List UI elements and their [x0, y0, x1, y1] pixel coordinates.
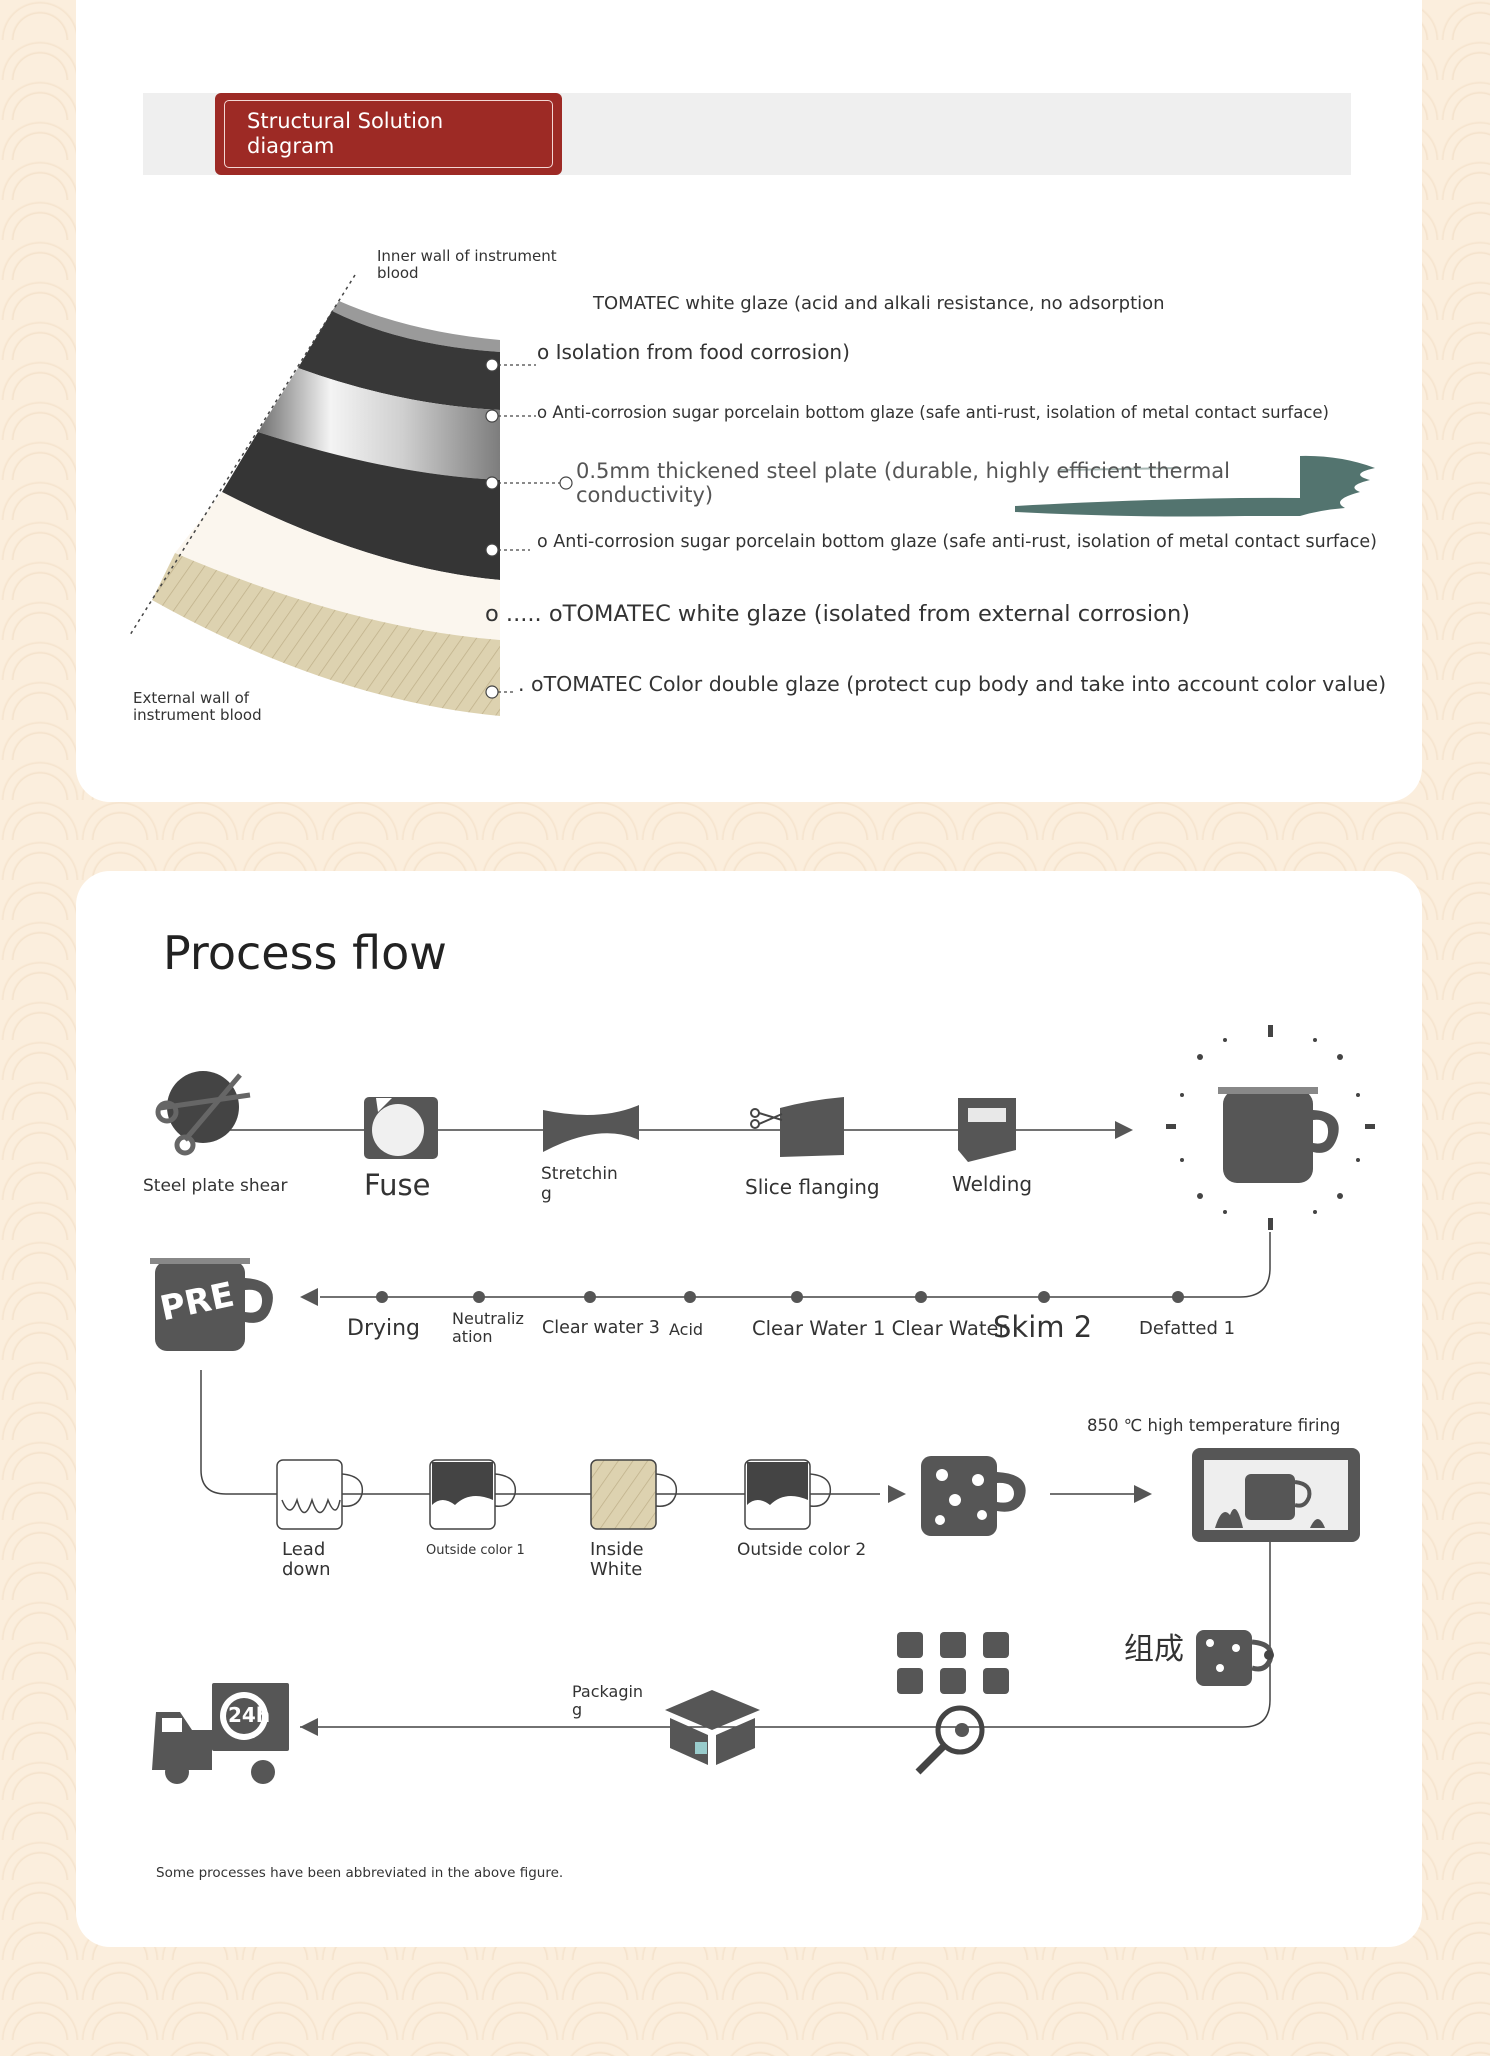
layer-label-1: o Isolation from food corrosion): [537, 340, 850, 364]
slice-plate-icon: [780, 1097, 844, 1157]
step-outside-color-2: Outside color 2: [737, 1540, 867, 1560]
layer-label-6: . oTOMATEC Color double glaze (protect c…: [518, 672, 1387, 696]
layer-color-glaze: [152, 553, 500, 716]
layer-top-glaze: [332, 301, 500, 352]
delivery-24h-badge: 24h: [228, 1703, 271, 1727]
pre-mug-icon: [150, 1258, 273, 1351]
step-clear-water-1: Clear Water 1 Clear Water: [752, 1317, 1007, 1340]
small-scissors-icon: [750, 1108, 783, 1129]
footnote: Some processes have been abbreviated in …: [156, 1865, 564, 1881]
layer-dark-1: [298, 311, 500, 410]
step-lead-down: Lead down: [282, 1539, 331, 1580]
assembly-label: 组成: [1124, 1632, 1184, 1667]
kiln-icon: [1192, 1448, 1360, 1542]
step-packaging: Packagin g: [572, 1682, 644, 1719]
outside-color1-mug-icon: [429, 1459, 517, 1530]
step-fuse: Fuse: [364, 1168, 431, 1202]
welding-icon: [958, 1098, 1016, 1162]
layer-white-glaze: [175, 492, 500, 640]
row3-arrow2-icon: [1134, 1485, 1152, 1503]
layer-label-5: o ..... oTOMATEC white glaze (isolated f…: [485, 601, 1190, 627]
decorated-mug-icon: [921, 1456, 1026, 1536]
step-steel-plate-shear: Steel plate shear: [143, 1176, 288, 1196]
layer-dark-2: [222, 432, 500, 580]
packaging-box-icon: [665, 1690, 760, 1765]
stretching-icon: [543, 1105, 639, 1152]
row2-arrow-icon: [300, 1288, 318, 1306]
inspection-magnifier-icon: [915, 1705, 985, 1775]
outside-color2-mug-icon: [744, 1459, 832, 1530]
step-outside-color-1: Outside color 1: [426, 1543, 525, 1558]
assembly-mug-icon: [1196, 1630, 1274, 1686]
layer-heading: TOMATEC white glaze (acid and alkali res…: [593, 293, 1165, 314]
layer-label-3: 0.5mm thickened steel plate (durable, hi…: [576, 459, 1230, 507]
mug-group-icon: [897, 1632, 1009, 1694]
section-header-title: Structural Solution diagram: [247, 109, 444, 158]
step-slice-flanging: Slice flanging: [745, 1175, 880, 1199]
layer-label-2: o Anti-corrosion sugar porcelain bottom …: [537, 403, 1329, 422]
lead-down-mug-icon: [276, 1459, 364, 1530]
badge-border: [224, 100, 553, 168]
brush-stroke: [1015, 455, 1375, 517]
scissors-icon: [155, 1073, 251, 1156]
firing-label: 850 ℃ high temperature firing: [1087, 1416, 1341, 1435]
row3-arrow1-icon: [888, 1485, 906, 1503]
step-welding: Welding: [952, 1172, 1033, 1196]
row4-arrow-icon: [300, 1718, 318, 1736]
row1-arrow-icon: [1115, 1121, 1133, 1139]
process-card: [76, 871, 1422, 1947]
inside-white-mug-icon: [590, 1459, 678, 1530]
step-drying: Drying: [347, 1316, 421, 1341]
section-header-badge: Structural Solution diagram: [215, 93, 562, 175]
process-title: Process flow: [163, 926, 447, 980]
steel-disk-icon: [167, 1071, 239, 1143]
step-skim-2: Skim 2: [993, 1310, 1093, 1344]
layer-label-4: o Anti-corrosion sugar porcelain bottom …: [537, 532, 1377, 552]
delivery-truck-icon: [152, 1683, 289, 1784]
step-acid: Acid: [669, 1320, 704, 1339]
step-clear-water-3: Clear water 3: [542, 1318, 660, 1338]
step-defatted-1: Defatted 1: [1139, 1318, 1236, 1339]
inner-wall-pointer: [129, 274, 356, 636]
layer-steel: [258, 368, 500, 480]
external-wall-label: External wall of instrument blood: [133, 689, 262, 724]
inner-wall-label: Inner wall of instrument blood: [377, 247, 557, 282]
firing-timer-icon: [1166, 1025, 1375, 1230]
step-stretching: Stretchin g: [541, 1164, 618, 1204]
step-inside-white: Inside White: [590, 1539, 644, 1580]
step-neutralization: Neutraliz ation: [452, 1309, 524, 1346]
